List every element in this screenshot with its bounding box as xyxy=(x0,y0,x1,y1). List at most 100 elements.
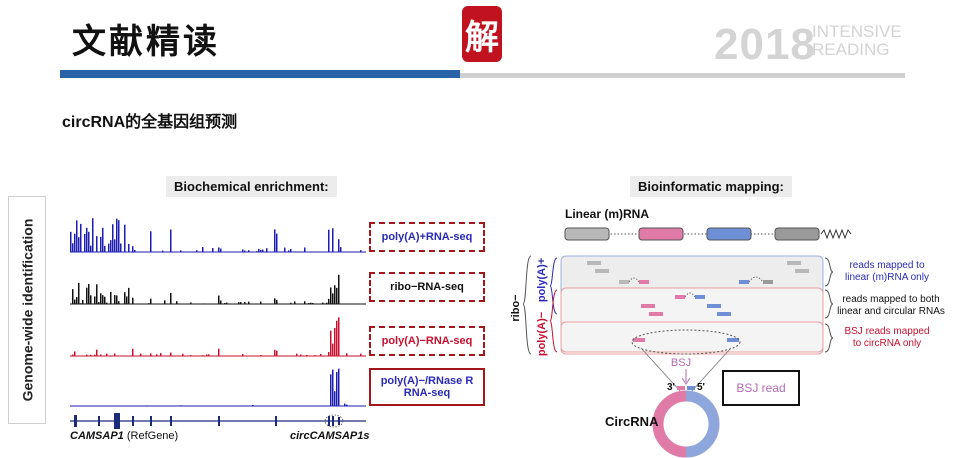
coverage-bar xyxy=(220,248,222,252)
coverage-bar xyxy=(180,405,182,406)
coverage-bar xyxy=(116,218,118,252)
bsj-read-box: BSJ read xyxy=(722,370,800,406)
track-rnase-r xyxy=(70,368,366,407)
coverage-bar xyxy=(124,292,126,304)
coverage-bar xyxy=(212,248,214,252)
track-polya-plus xyxy=(70,218,366,253)
polya-plus-label: poly(A)+ xyxy=(536,258,548,302)
coverage-bar xyxy=(276,350,278,356)
coverage-bar xyxy=(310,302,312,304)
coverage-bar xyxy=(74,233,76,252)
coverage-bar xyxy=(218,348,220,356)
gene-ref: (RefGene) xyxy=(123,430,179,442)
coverage-bar xyxy=(126,296,128,304)
coverage-bar xyxy=(112,224,114,252)
mapping-diagram: Linear (m)RNA ribo− poly(A)+ poly(A)− re… xyxy=(510,207,945,458)
label-polya-minus-a: poly(A)− xyxy=(381,335,426,347)
coverage-bar xyxy=(322,302,324,304)
coverage-bar xyxy=(106,353,108,356)
coverage-bar xyxy=(244,301,246,304)
coverage-bar xyxy=(114,239,116,252)
coverage-bar xyxy=(218,295,220,304)
gene-name: CAMSAP1 xyxy=(70,430,124,442)
ann-bsj-line1: BSJ reads mapped xyxy=(844,326,929,337)
side-label-box: Genome-wide identification xyxy=(8,196,46,424)
coverage-bar xyxy=(124,224,126,252)
coverage-bar xyxy=(104,296,106,304)
coverage-bar xyxy=(76,297,78,304)
coverage-bar xyxy=(150,231,152,252)
coverage-bar xyxy=(328,229,330,252)
coverage-bar xyxy=(84,234,86,252)
coverage-bar xyxy=(76,220,78,252)
five-prime-label: 5' xyxy=(697,382,705,393)
coverage-bar xyxy=(78,282,80,304)
exon-blue xyxy=(706,227,752,241)
year-label: 2018 xyxy=(714,20,816,69)
coverage-bar xyxy=(330,330,332,356)
coverage-bar xyxy=(80,303,82,304)
coverage-bar xyxy=(118,301,120,304)
right-panel-title: Bioinformatic mapping: xyxy=(630,176,792,197)
coverage-bar xyxy=(326,302,328,304)
header-rule-blue xyxy=(60,70,460,78)
coverage-bar xyxy=(324,303,326,304)
coverage-bar xyxy=(150,298,152,304)
label-polya-plus-a: poly(A)+ xyxy=(381,231,426,243)
coverage-bar xyxy=(248,301,250,304)
coverage-bar xyxy=(290,248,292,252)
coverage-bar xyxy=(106,302,108,304)
coverage-bar xyxy=(360,250,362,252)
coverage-bar xyxy=(300,354,302,356)
coverage-bar xyxy=(96,284,98,304)
intensive-label: INTENSIVE xyxy=(812,22,902,41)
coverage-bar xyxy=(162,250,164,252)
coverage-bar xyxy=(116,295,118,304)
coverage-bar xyxy=(338,317,340,356)
left-panel-title: Biochemical enrichment: xyxy=(166,176,337,197)
coverage-bar xyxy=(314,355,316,356)
circrna-ring-blue xyxy=(685,390,720,458)
header-rule-grey xyxy=(460,73,905,78)
three-prime-label: 3' xyxy=(667,382,675,393)
coverage-bar xyxy=(320,353,322,356)
coverage-bar xyxy=(114,295,116,304)
coverage-bar xyxy=(276,299,278,304)
coverage-bar xyxy=(164,300,166,304)
coverage-bar xyxy=(118,220,120,252)
coverage-bar xyxy=(86,354,88,356)
ribo-label: ribo− xyxy=(510,294,522,321)
coverage-bar xyxy=(266,248,268,252)
coverage-bar xyxy=(336,372,338,406)
coverage-bar xyxy=(96,349,98,356)
coverage-bar xyxy=(72,289,74,304)
coverage-bar xyxy=(338,239,340,252)
coverage-bar xyxy=(338,274,340,304)
coverage-bar xyxy=(226,302,228,304)
coverage-bar xyxy=(346,404,348,406)
coverage-bar xyxy=(132,297,134,304)
coverage-bar xyxy=(252,404,254,406)
label-ribo-a: ribo− xyxy=(390,281,418,293)
coverage-bar xyxy=(346,353,348,356)
coverage-bar xyxy=(86,227,88,252)
coverage-bar xyxy=(190,355,192,356)
gene-model xyxy=(70,413,366,429)
coverage-bar xyxy=(274,229,276,252)
coverage-bar xyxy=(332,293,334,304)
coverage-bar xyxy=(156,354,158,356)
coverage-bar xyxy=(332,228,334,252)
coverage-bar xyxy=(306,354,308,356)
coverage-bar xyxy=(70,231,72,252)
coverage-bar xyxy=(176,301,178,304)
coverage-bar xyxy=(128,243,130,252)
coverage-bar xyxy=(108,243,110,252)
coverage-bar xyxy=(284,247,286,252)
coverage-bar xyxy=(248,250,250,252)
coverage-bar xyxy=(360,353,362,356)
coverage-bar xyxy=(90,354,92,356)
coverage-bar xyxy=(150,353,152,356)
coverage-bar xyxy=(88,284,90,304)
bsj-read-label: BSJ read xyxy=(736,381,786,395)
coverage-bar xyxy=(334,391,336,406)
